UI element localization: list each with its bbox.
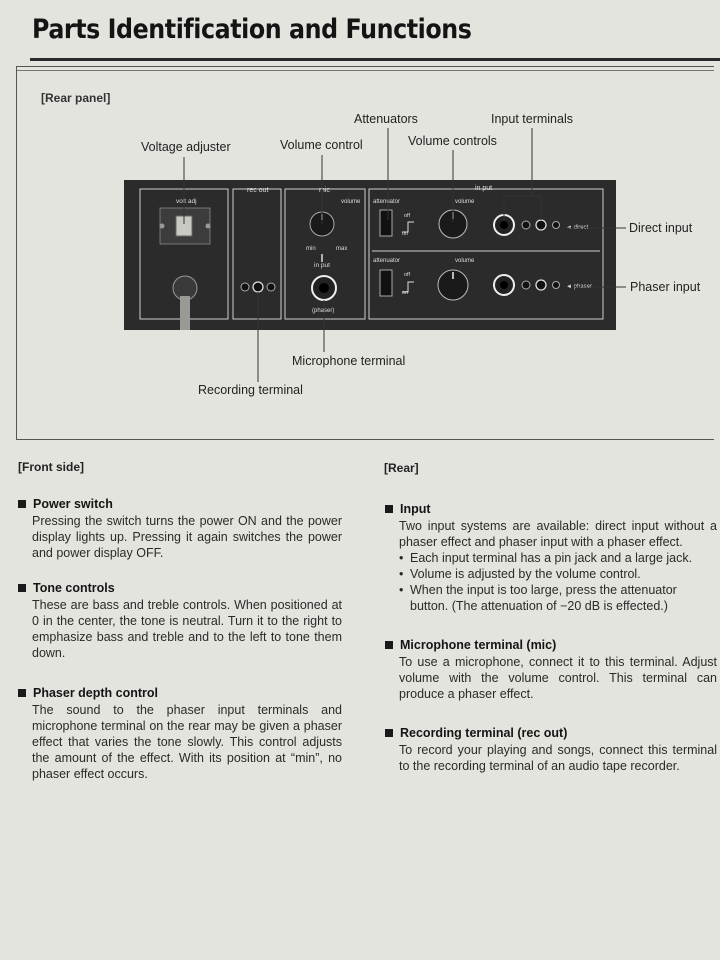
panel-mic: mic [319,187,330,194]
front-side-heading: [Front side] [18,460,84,474]
panel-phaser-paren: (phaser) [312,308,334,314]
section-title: Power switch [33,497,113,511]
panel-on-2: on [402,290,408,296]
panel-attenuator-1: attenuator [373,199,400,205]
section-body: To record your playing and songs, connec… [399,743,717,773]
square-bullet-icon [385,729,393,737]
section-title: Input [400,502,431,516]
panel-on-1: on [402,231,408,237]
recording-terminal-section: Recording terminal (rec out) To record y… [385,725,717,774]
panel-rec-out: rec out [247,187,268,194]
section-title: Tone controls [33,581,115,595]
callout-direct-input: Direct input [629,221,693,235]
attenuator-button-phaser [379,269,393,297]
volume-knob-phaser [437,269,469,301]
list-item: Each input terminal has a pin jack and a… [399,550,717,566]
panel-mic-max: max [336,246,347,252]
tone-controls-section: Tone controls These are bass and treble … [18,580,342,661]
panel-volume-2: volume [455,258,475,264]
square-bullet-icon [18,584,26,592]
input-section [368,188,604,320]
section-body: Pressing the switch turns the power ON a… [32,514,342,560]
section-title: Microphone terminal (mic) [400,638,557,652]
callout-attenuators: Attenuators [354,112,418,126]
list-item: When the input is too large, press the a… [399,582,717,614]
phaser-depth-section: Phaser depth control The sound to the ph… [18,685,342,782]
callout-microphone-terminal: Microphone terminal [292,354,406,368]
microphone-terminal-section: Microphone terminal (mic) To use a micro… [385,637,717,702]
input-section-text: Input Two input systems are available: d… [385,501,717,614]
panel-mic-volume: volume [341,199,361,205]
rear-panel-illustration: volt adj rec out mic volume min max in p… [124,128,626,382]
section-body: These are bass and treble controls. When… [32,598,342,660]
section-body: Two input systems are available: direct … [399,519,717,549]
callout-volume-control: Volume control [280,138,363,152]
callout-volume-controls: Volume controls [408,134,497,148]
rear-panel-figure: [Rear panel] [16,66,714,440]
power-cord [180,296,190,330]
panel-input: in put [475,185,492,192]
panel-volt-adj: volt adj [176,198,197,205]
square-bullet-icon [385,505,393,513]
figure-label: [Rear panel] [41,91,111,105]
square-bullet-icon [18,500,26,508]
square-bullet-icon [18,689,26,697]
direct-pin-jack [535,219,547,231]
phaser-pin-jack [535,279,547,291]
title-rule [30,58,720,61]
rec-out-section [232,188,282,320]
callout-voltage-adjuster: Voltage adjuster [141,140,231,154]
mic-section [284,188,366,320]
section-body: The sound to the phaser input terminals … [32,703,342,781]
panel-attenuator-2: attenuator [373,258,400,264]
panel-mic-input: in put [314,262,330,269]
panel-off-2: off [404,272,410,278]
rec-out-jack-left [240,282,250,292]
rec-out-jack-right [252,281,264,293]
section-body: To use a microphone, connect it to this … [399,655,717,701]
panel-mic-min: min [306,246,316,252]
panel-body [124,180,616,330]
list-item: Volume is adjusted by the volume control… [399,566,717,582]
callout-recording-terminal: Recording terminal [198,383,303,397]
rear-heading: [Rear] [384,461,419,475]
attenuator-button-direct [379,209,393,237]
callout-input-terminals: Input terminals [491,112,573,126]
panel-volume-1: volume [455,199,475,205]
panel-off-1: off [404,213,410,219]
section-title: Phaser depth control [33,686,159,700]
input-bullets: Each input terminal has a pin jack and a… [385,550,717,614]
callout-phaser-input: Phaser input [630,280,701,294]
page-title: Parts Identification and Functions [32,14,472,45]
square-bullet-icon [385,641,393,649]
section-title: Recording terminal (rec out) [400,726,568,740]
power-switch-section: Power switch Pressing the switch turns t… [18,496,342,561]
